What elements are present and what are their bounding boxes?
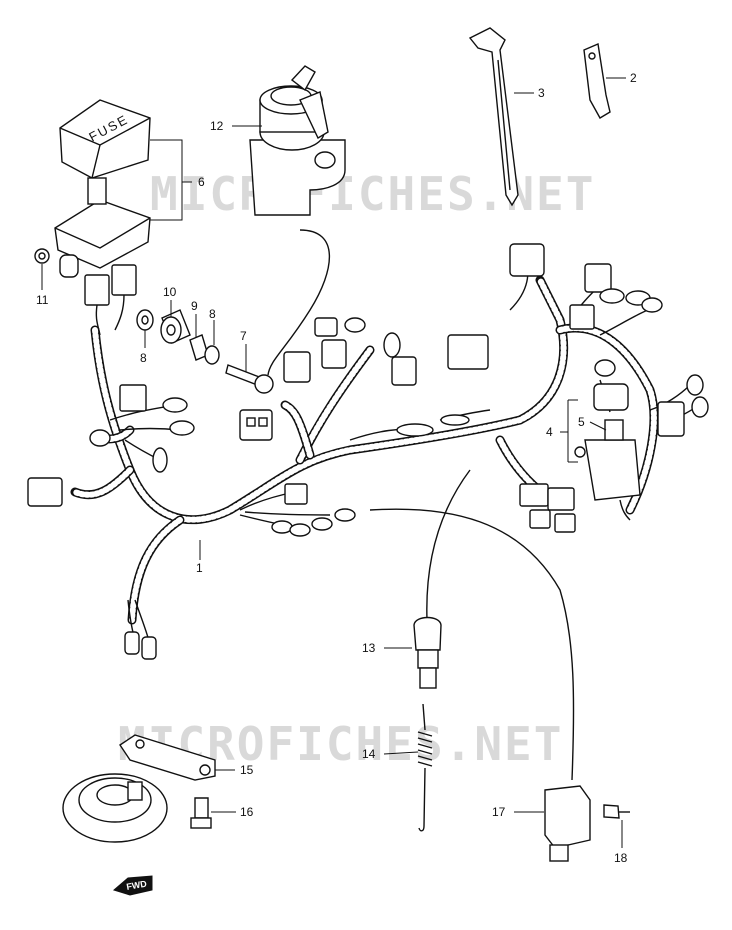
ignition-switch xyxy=(249,65,346,216)
callout-12: 12 xyxy=(210,119,224,133)
callout-14: 14 xyxy=(362,747,376,761)
callouts: 1 2 3 4 5 6 7 8 8 9 10 11 1 xyxy=(36,71,637,865)
callout-9: 9 xyxy=(191,299,198,313)
horn xyxy=(62,734,216,843)
cable-tie xyxy=(468,27,519,207)
callout-2: 2 xyxy=(630,71,637,85)
hardware-small-parts xyxy=(34,248,274,394)
callout-11: 11 xyxy=(36,293,49,307)
harness-connectors xyxy=(27,243,709,660)
callout-10: 10 xyxy=(163,285,177,299)
fwd-label: FWD xyxy=(126,878,148,891)
callout-17: 17 xyxy=(492,805,506,819)
callout-5: 5 xyxy=(578,415,585,429)
callout-1: 1 xyxy=(196,561,203,575)
callout-4: 4 xyxy=(546,425,553,439)
neutral-switch xyxy=(413,616,442,689)
fuse-box: FUSE xyxy=(54,99,151,336)
callout-8-left: 8 xyxy=(140,351,147,365)
harness-thin-wires xyxy=(109,229,701,781)
callout-18: 18 xyxy=(614,851,628,865)
callout-3: 3 xyxy=(538,86,545,100)
wire-clamp xyxy=(583,43,611,119)
relay-assembly xyxy=(574,383,641,521)
callout-13: 13 xyxy=(362,641,376,655)
callout-6: 6 xyxy=(198,175,205,189)
callout-16: 16 xyxy=(240,805,254,819)
callout-8-right: 8 xyxy=(209,307,216,321)
brake-switch xyxy=(544,785,630,862)
watermark-upper: MICROFICHES.NET xyxy=(150,167,595,221)
forward-direction-badge: FWD xyxy=(112,875,153,896)
callout-7: 7 xyxy=(240,329,247,343)
callout-15: 15 xyxy=(240,763,254,777)
return-spring xyxy=(417,703,433,832)
wiring-harness-main xyxy=(70,275,659,625)
